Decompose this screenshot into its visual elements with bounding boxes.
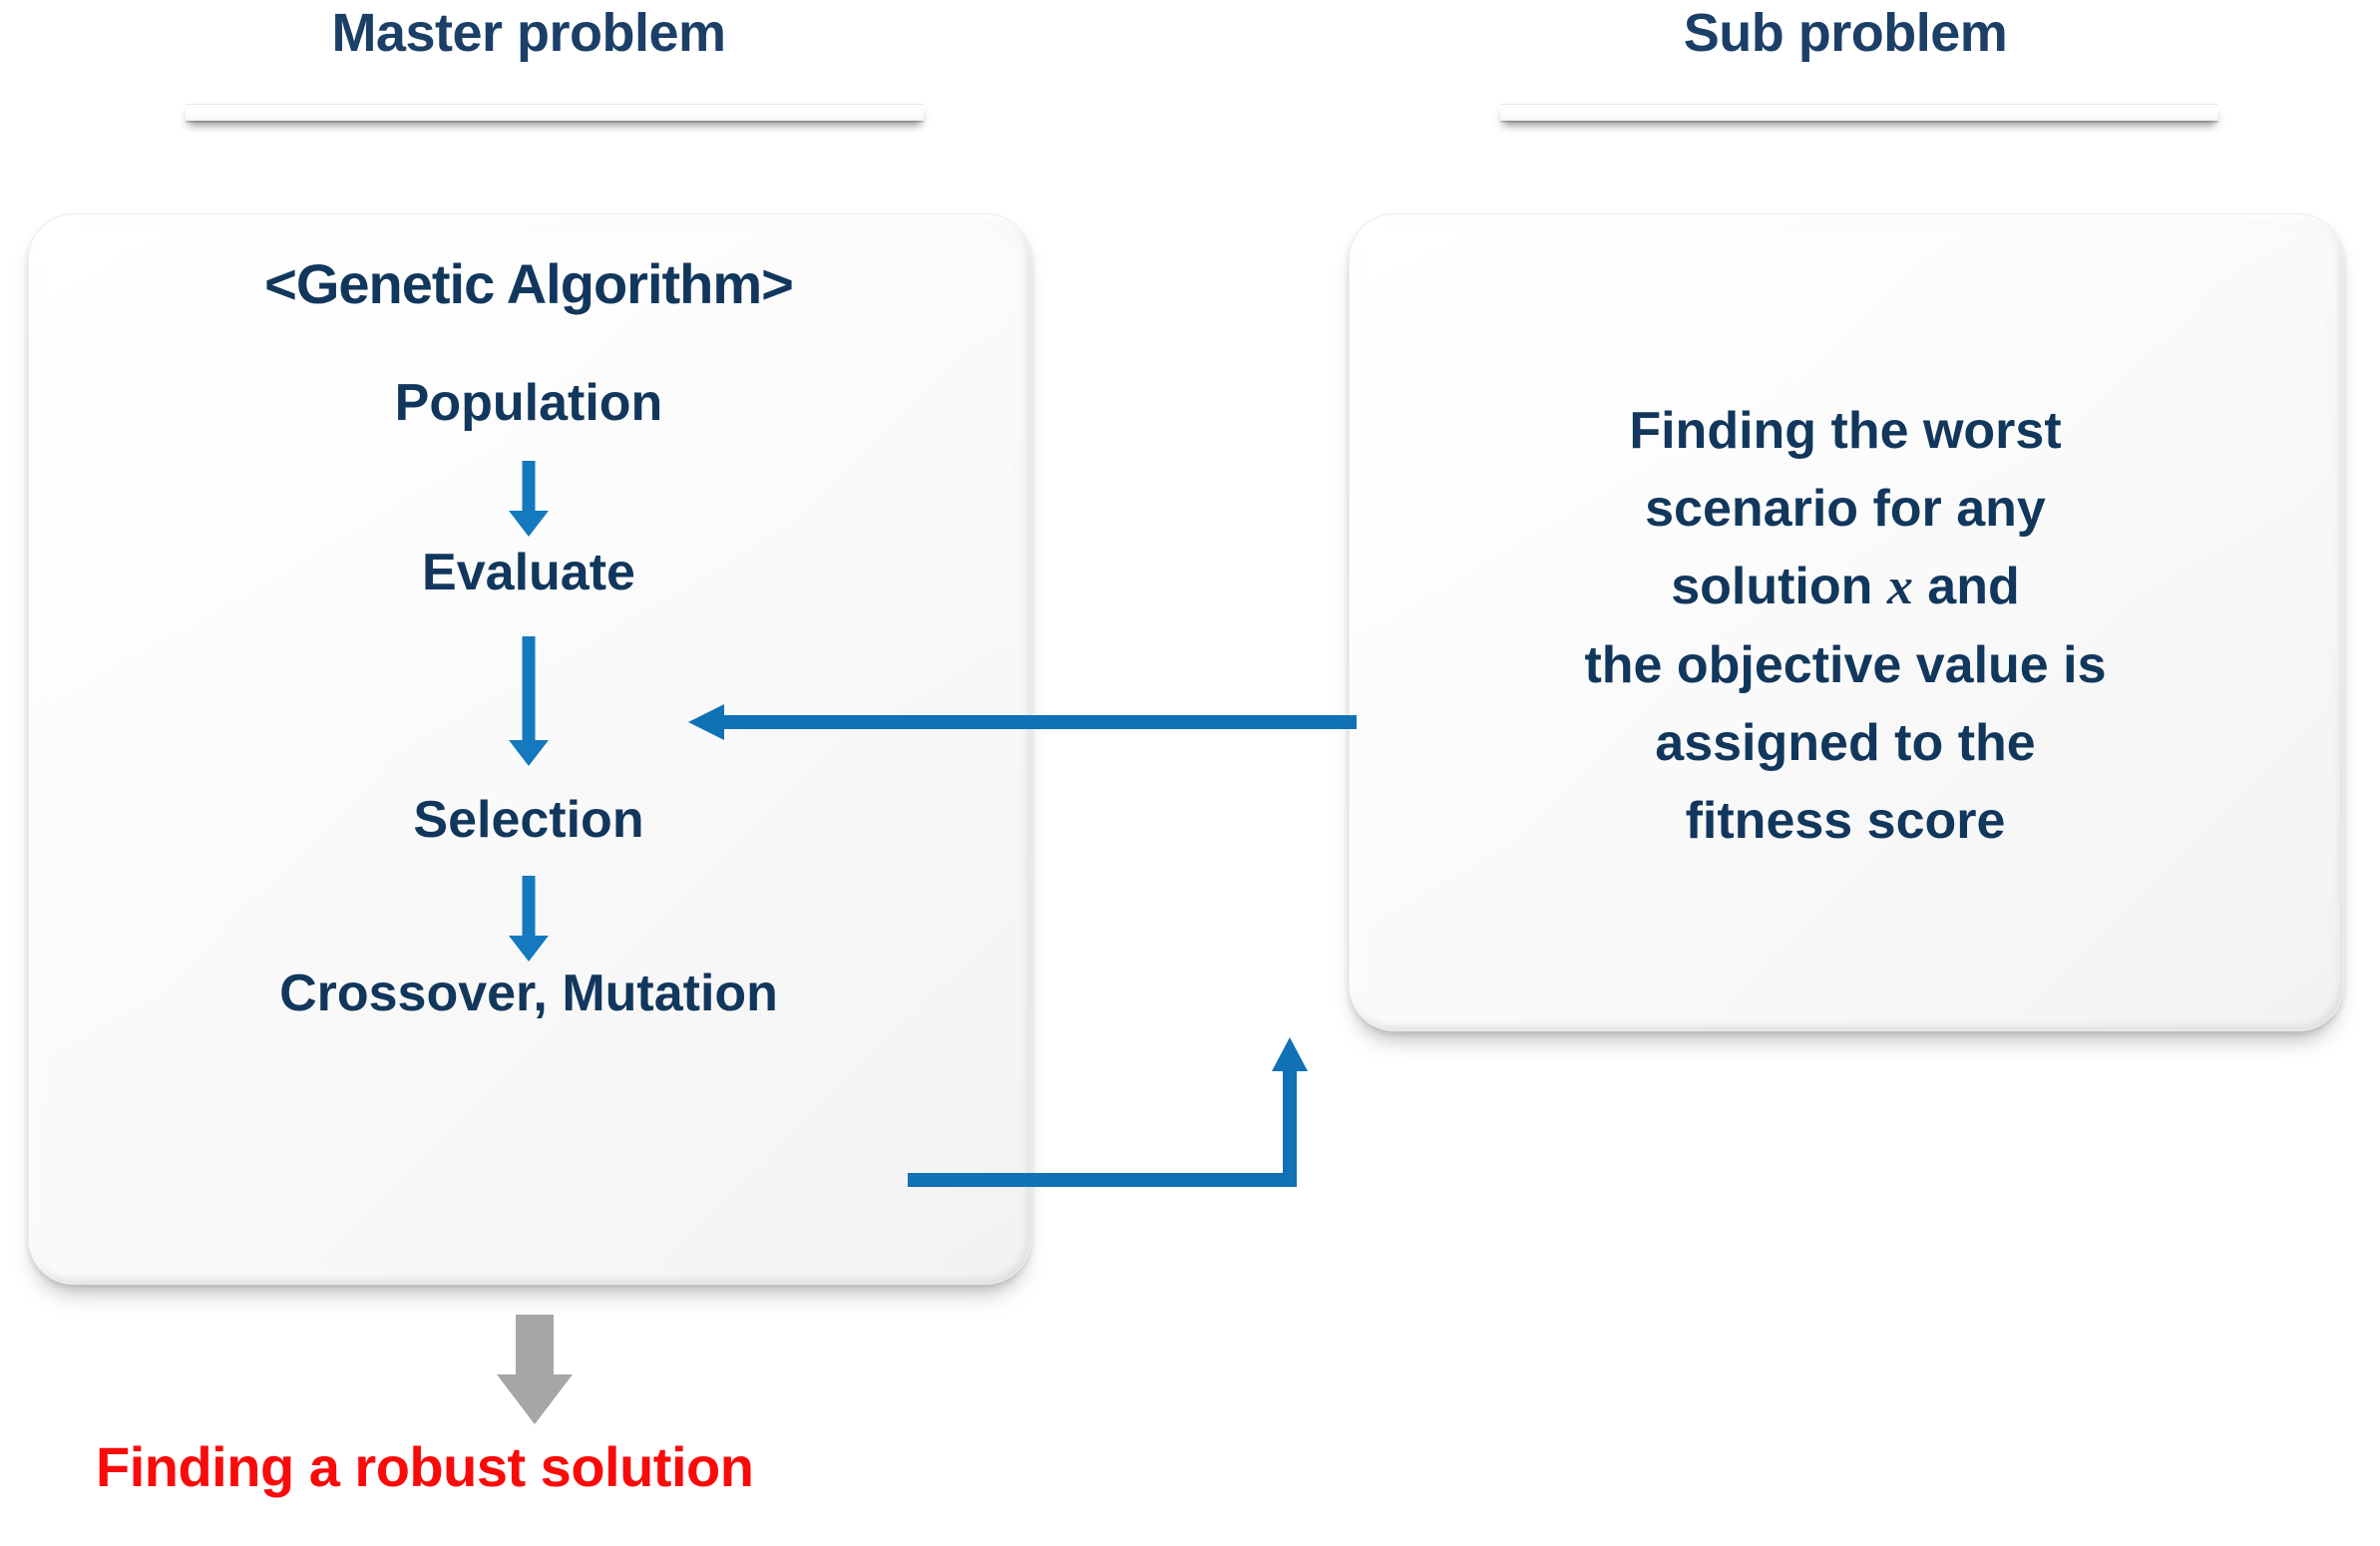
flow-step-evaluate: Evaluate bbox=[422, 544, 635, 601]
flow-step-selection: Selection bbox=[413, 791, 644, 849]
arrow-shaft bbox=[522, 461, 536, 513]
sub-problem-line-1: Finding the worst bbox=[1629, 401, 2062, 460]
sub-problem-line-2: scenario for any bbox=[1645, 479, 2046, 538]
sub-problem-line-5: assigned to the bbox=[1655, 713, 2036, 772]
arrow-shaft bbox=[522, 876, 536, 938]
connector-vertical-segment bbox=[1283, 1055, 1297, 1187]
header-divider-master bbox=[186, 104, 924, 121]
arrow-left-icon bbox=[688, 704, 724, 740]
genetic-algorithm-flow: <Genetic Algorithm> Population Evaluate … bbox=[28, 213, 1029, 1283]
arrow-head bbox=[497, 1374, 573, 1424]
arrow-down-icon-population-to-evaluate bbox=[509, 461, 549, 537]
math-variable-x: x bbox=[1886, 558, 1913, 615]
genetic-algorithm-title: <Genetic Algorithm> bbox=[264, 252, 794, 315]
sub-problem-line-6: fitness score bbox=[1685, 791, 2006, 850]
sub-problem-panel bbox=[1349, 213, 2344, 1031]
arrow-head bbox=[509, 511, 549, 537]
connector-horizontal-segment bbox=[908, 1173, 1297, 1187]
master-problem-panel bbox=[28, 213, 1031, 1285]
connector-crossover-to-sub-problem bbox=[908, 1025, 1337, 1225]
connector-line bbox=[718, 715, 1357, 729]
sub-problem-description: Finding the worst scenario for any solut… bbox=[1349, 213, 2342, 1029]
flow-step-crossover-mutation: Crossover, Mutation bbox=[279, 965, 778, 1022]
connector-sub-problem-to-evaluate bbox=[688, 704, 1357, 740]
arrow-up-icon bbox=[1272, 1037, 1308, 1071]
arrow-head bbox=[509, 936, 549, 962]
header-divider-sub bbox=[1500, 104, 2218, 121]
sub-problem-line-4: the objective value is bbox=[1584, 635, 2107, 694]
arrow-shaft bbox=[516, 1315, 554, 1376]
solution-suffix: and bbox=[1912, 557, 2020, 615]
flow-step-population: Population bbox=[394, 374, 663, 432]
arrow-shaft bbox=[522, 636, 536, 742]
solution-prefix: solution bbox=[1671, 557, 1887, 615]
arrow-down-icon-selection-to-crossover bbox=[509, 876, 549, 964]
conclusion-label: Finding a robust solution bbox=[96, 1435, 754, 1498]
arrow-head bbox=[509, 740, 549, 766]
arrow-down-icon-evaluate-to-selection bbox=[509, 636, 549, 772]
column-header-master-problem: Master problem bbox=[331, 3, 726, 63]
column-header-sub-problem: Sub problem bbox=[1683, 3, 2008, 63]
arrow-down-icon-outcome bbox=[497, 1315, 573, 1424]
sub-problem-line-3: solution x and bbox=[1671, 561, 2020, 613]
